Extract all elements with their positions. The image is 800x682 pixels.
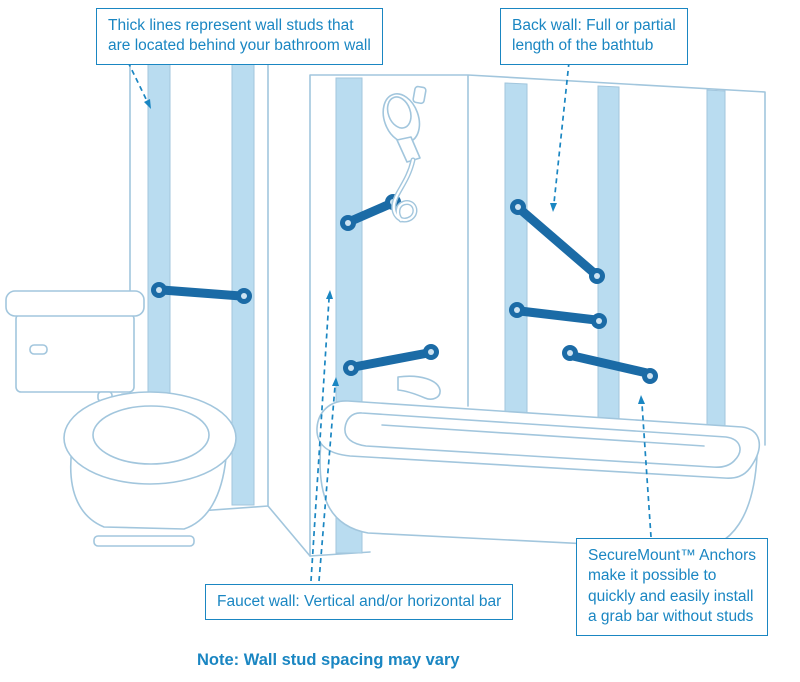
- faucet-and-back-wall-outline: [309, 74, 766, 557]
- grab-bars: [151, 194, 658, 384]
- tub-inner-rim: [344, 412, 741, 469]
- stud-5: [597, 85, 620, 452]
- grab-bar-faucet-lower: [343, 344, 439, 376]
- stud-4: [504, 82, 528, 464]
- callout-arrows: [127, 61, 652, 582]
- callout-wall-studs: Thick lines represent wall studs that ar…: [96, 8, 383, 65]
- handheld-shower: [382, 85, 427, 223]
- arrow-faucet-wall-lower: [318, 377, 339, 582]
- grab-bar-back-horizontal: [509, 302, 607, 329]
- callout-securemount: SecureMount™ Anchors make it possible to…: [576, 538, 769, 636]
- note-text: Note: Wall stud spacing may vary: [197, 651, 460, 669]
- shower-bracket: [412, 85, 427, 105]
- arrow-back-wall: [550, 61, 570, 212]
- tub-apron-outline: [319, 431, 758, 550]
- shower-handle: [396, 136, 421, 163]
- bathtub: [316, 400, 761, 550]
- callout-back-wall: Back wall: Full or partial length of the…: [500, 8, 688, 65]
- callout-faucet-wall: Faucet wall: Vertical and/or horizontal …: [205, 584, 514, 621]
- grab-bar-left-wall: [151, 282, 252, 304]
- toilet-seat-inner: [92, 405, 210, 465]
- toilet: [5, 290, 237, 547]
- shower-spray-face: [386, 96, 412, 129]
- tub-faucet: [397, 375, 441, 400]
- stud-6: [706, 89, 726, 442]
- grab-bar-back-lower: [562, 345, 658, 384]
- arrow-wall-studs: [127, 61, 151, 109]
- arrow-securemount: [638, 395, 652, 538]
- tub-outer-rim: [316, 400, 761, 479]
- arrow-faucet-wall-upper: [310, 290, 333, 582]
- toilet-base: [93, 535, 195, 547]
- toilet-flush-handle: [29, 344, 48, 355]
- grab-bar-back-diagonal: [510, 199, 605, 284]
- tub-basin-line: [381, 424, 705, 447]
- toilet-tank-lid: [5, 290, 145, 317]
